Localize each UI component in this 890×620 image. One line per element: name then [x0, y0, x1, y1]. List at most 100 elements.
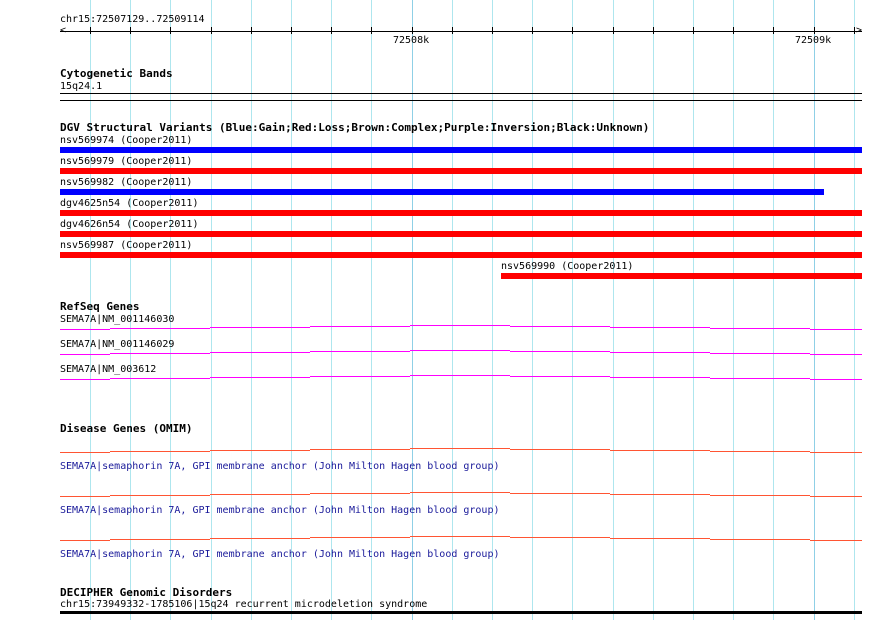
ruler-tick: [331, 27, 332, 34]
feature-segment[interactable]: [510, 376, 610, 377]
feature-segment[interactable]: [510, 537, 610, 538]
variant-label[interactable]: nsv569974 (Cooper2011): [60, 135, 193, 146]
feature-segment[interactable]: [110, 451, 210, 452]
feature-segment[interactable]: [510, 351, 610, 352]
cytoband-bar[interactable]: [60, 93, 862, 94]
feature-segment[interactable]: [610, 352, 710, 353]
track-title-cytobands: Cytogenetic Bands: [60, 67, 173, 80]
feature-segment[interactable]: [510, 326, 610, 327]
feature-segment[interactable]: [710, 328, 810, 329]
ruler-tick: [653, 27, 654, 34]
decipher-feature-label[interactable]: chr15:73949332-1785106|15q24 recurrent m…: [60, 599, 428, 610]
variant-label[interactable]: nsv569987 (Cooper2011): [60, 240, 193, 251]
grid-line: [291, 0, 292, 620]
feature-segment[interactable]: [310, 449, 410, 450]
feature-segment[interactable]: [210, 327, 310, 328]
variant-bar[interactable]: [60, 168, 862, 174]
grid-line: [854, 0, 855, 620]
variant-bar[interactable]: [60, 210, 862, 216]
feature-segment[interactable]: [210, 538, 310, 539]
feature-segment[interactable]: [110, 539, 210, 540]
omim-gene-label[interactable]: SEMA7A|semaphorin 7A, GPI membrane ancho…: [60, 549, 500, 560]
feature-segment[interactable]: [810, 379, 862, 380]
feature-segment[interactable]: [60, 329, 110, 330]
ruler-tick: [371, 27, 372, 34]
feature-segment[interactable]: [810, 354, 862, 355]
feature-segment[interactable]: [60, 540, 110, 541]
ruler-tick: [773, 27, 774, 34]
decipher-feature-bar[interactable]: [60, 611, 862, 614]
cytoband-label[interactable]: 15q24.1: [60, 81, 103, 92]
feature-segment[interactable]: [710, 378, 810, 379]
grid-line: [170, 0, 171, 620]
feature-segment[interactable]: [610, 538, 710, 539]
feature-segment[interactable]: [510, 493, 610, 494]
feature-segment[interactable]: [410, 350, 510, 351]
gene-label[interactable]: SEMA7A|NM_001146030: [60, 314, 175, 325]
feature-segment[interactable]: [110, 328, 210, 329]
feature-segment[interactable]: [210, 377, 310, 378]
feature-segment[interactable]: [210, 494, 310, 495]
ruler-tick: [854, 27, 855, 34]
ruler-tick: [170, 27, 171, 34]
feature-segment[interactable]: [410, 448, 510, 449]
feature-segment[interactable]: [410, 375, 510, 376]
feature-segment[interactable]: [710, 495, 810, 496]
feature-segment[interactable]: [410, 536, 510, 537]
feature-segment[interactable]: [810, 496, 862, 497]
variant-bar[interactable]: [501, 273, 862, 279]
feature-segment[interactable]: [110, 378, 210, 379]
gene-label[interactable]: SEMA7A|NM_003612: [60, 364, 157, 375]
feature-segment[interactable]: [610, 494, 710, 495]
feature-segment[interactable]: [710, 353, 810, 354]
feature-segment[interactable]: [310, 351, 410, 352]
variant-label[interactable]: nsv569990 (Cooper2011): [501, 261, 634, 272]
ruler-tick: [532, 27, 533, 34]
feature-segment[interactable]: [510, 449, 610, 450]
feature-segment[interactable]: [410, 325, 510, 326]
grid-line: [733, 0, 734, 620]
feature-segment[interactable]: [110, 353, 210, 354]
omim-gene-label[interactable]: SEMA7A|semaphorin 7A, GPI membrane ancho…: [60, 461, 500, 472]
variant-label[interactable]: nsv569982 (Cooper2011): [60, 177, 193, 188]
variant-bar[interactable]: [60, 231, 862, 237]
omim-gene-label[interactable]: SEMA7A|semaphorin 7A, GPI membrane ancho…: [60, 505, 500, 516]
feature-segment[interactable]: [60, 379, 110, 380]
feature-segment[interactable]: [60, 452, 110, 453]
feature-segment[interactable]: [810, 329, 862, 330]
grid-line: [613, 0, 614, 620]
feature-segment[interactable]: [310, 376, 410, 377]
feature-segment[interactable]: [410, 492, 510, 493]
feature-segment[interactable]: [310, 493, 410, 494]
feature-segment[interactable]: [610, 450, 710, 451]
feature-segment[interactable]: [710, 539, 810, 540]
variant-label[interactable]: dgv4625n54 (Cooper2011): [60, 198, 199, 209]
feature-segment[interactable]: [610, 327, 710, 328]
feature-segment[interactable]: [60, 354, 110, 355]
variant-bar[interactable]: [60, 252, 862, 258]
track-title-refseq: RefSeq Genes: [60, 300, 140, 313]
feature-segment[interactable]: [610, 377, 710, 378]
ruler-tick: [814, 27, 815, 34]
variant-label[interactable]: nsv569979 (Cooper2011): [60, 156, 193, 167]
feature-segment[interactable]: [710, 451, 810, 452]
feature-segment[interactable]: [310, 537, 410, 538]
grid-line: [211, 0, 212, 620]
ruler-axis: [60, 31, 862, 32]
feature-segment[interactable]: [210, 352, 310, 353]
track-divider: [60, 100, 862, 101]
feature-segment[interactable]: [210, 450, 310, 451]
grid-line: [492, 0, 493, 620]
ruler-tick: [492, 27, 493, 34]
variant-label[interactable]: dgv4626n54 (Cooper2011): [60, 219, 199, 230]
feature-segment[interactable]: [60, 496, 110, 497]
gene-label[interactable]: SEMA7A|NM_001146029: [60, 339, 175, 350]
feature-segment[interactable]: [110, 495, 210, 496]
variant-bar[interactable]: [60, 147, 862, 153]
variant-bar[interactable]: [60, 189, 824, 195]
ruler-range: chr15:72507129..72509114: [60, 14, 205, 25]
feature-segment[interactable]: [310, 326, 410, 327]
feature-segment[interactable]: [810, 452, 862, 453]
ruler-tick-label: 72509k: [795, 35, 832, 46]
feature-segment[interactable]: [810, 540, 862, 541]
